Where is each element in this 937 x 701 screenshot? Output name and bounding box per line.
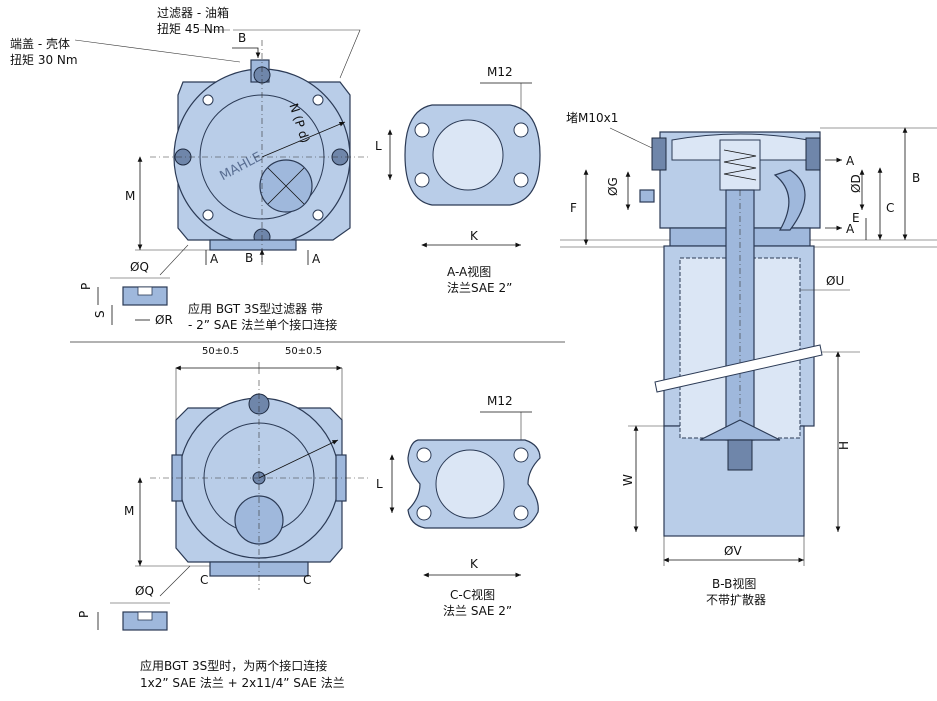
label-P: P [79, 283, 93, 290]
flange-CC-hole-tl [416, 447, 432, 463]
dim-left-label: 50±0.5 [202, 346, 239, 357]
label-K-AA: K [470, 229, 479, 243]
label-Q: ØQ [130, 260, 149, 274]
label-A1: A [846, 154, 855, 168]
top-view-2: 50±0.5 50±0.5 M C C ØQ P 应用BGT 3S型时，为两个接… [77, 346, 370, 690]
label-M: M [125, 189, 135, 203]
leader-cap [74, 39, 241, 63]
label-L-CC: L [376, 477, 383, 491]
label-K-CC: K [470, 557, 479, 571]
arrow-B-top [232, 47, 261, 58]
hole-br [312, 209, 324, 221]
label-W: W [621, 474, 635, 486]
caption-CC-line2: 法兰 SAE 2” [443, 604, 512, 618]
plug-leader [609, 127, 653, 149]
q-leader [159, 244, 189, 276]
label-E: E [852, 211, 860, 225]
caption-1-line1: 应用 BGT 3S型过滤器 带 [188, 301, 323, 316]
label-P2: P [77, 611, 91, 618]
outlet-channel [773, 169, 806, 231]
flange-AA-hole-br [513, 172, 529, 188]
q2-leader [159, 565, 191, 597]
top-view-1: 过滤器 - 油箱 扭矩 45 Nm 端盖 - 壳体 扭矩 30 Nm MAHLE [10, 5, 370, 332]
label-C-left: C [200, 573, 208, 587]
dim-right-label: 50±0.5 [285, 346, 322, 357]
label-U: ØU [826, 274, 844, 288]
callout-filter-torque: 扭矩 45 Nm [157, 22, 225, 36]
flange-CC-view: M12 L K C-C视图 法兰 SAE 2” [376, 394, 541, 618]
flange-CC-hole-br [513, 505, 529, 521]
flange-CC-bore [435, 449, 505, 519]
flange-AA-hole-tl [414, 122, 430, 138]
break-band [654, 344, 823, 393]
caption-CC-line1: C-C视图 [450, 587, 495, 602]
label-S: S [93, 310, 107, 318]
label-H: H [837, 441, 851, 450]
label-L-AA: L [375, 139, 382, 153]
hole-tl [202, 94, 214, 106]
hole-bl [202, 209, 214, 221]
caption-AA-line2: 法兰SAE 2” [447, 281, 512, 295]
detail-groove [137, 286, 153, 296]
caption-2-line1: 应用BGT 3S型时，为两个接口连接 [140, 658, 327, 673]
label-R: ØR [155, 313, 173, 327]
label-C-right: C [303, 573, 311, 587]
label-A-right: A [312, 252, 321, 266]
caption-1-line2: - 2” SAE 法兰单个接口连接 [188, 317, 337, 332]
element-nut [727, 439, 753, 471]
label-plug: 堵M10x1 [566, 111, 618, 125]
caption-BB-line1: B-B视图 [712, 576, 756, 591]
flange-AA-view: M12 L K A-A视图 法兰SAE 2” [375, 65, 541, 295]
head-bolt-right [805, 137, 821, 171]
label-A2: A [846, 222, 855, 236]
label-V: ØV [724, 544, 742, 558]
caption-AA-line1: A-A视图 [447, 264, 491, 279]
section-BB-view: 堵M10x1 ØG F A ØD [560, 111, 937, 607]
caption-BB-line2: 不带扩散器 [706, 592, 766, 607]
flange-AA-hole-tr [513, 122, 529, 138]
label-C-BB: C [886, 201, 894, 215]
label-B-BB: B [912, 171, 920, 185]
label-B-top: B [238, 31, 246, 45]
flange-CC-hole-tr [513, 447, 529, 463]
n2-leader [258, 439, 339, 479]
label-M12-AA: M12 [487, 65, 513, 79]
flange-CC-hole-bl [416, 505, 432, 521]
caption-2-line2: 1x2” SAE 法兰 + 2x11/4” SAE 法兰 [140, 676, 345, 690]
flange-foot [209, 239, 297, 251]
label-M2: M [124, 504, 134, 518]
side-plug [639, 189, 655, 203]
label-Q2: ØQ [135, 584, 154, 598]
n-leader [261, 121, 346, 158]
leader-filter-b [233, 29, 361, 79]
detail2-groove [137, 611, 153, 621]
label-B-bottom: B [245, 251, 253, 265]
valve-spring [723, 149, 757, 181]
flange-AA-hole-bl [414, 172, 430, 188]
port-cross-2 [267, 167, 305, 205]
label-A-left: A [210, 252, 219, 266]
label-M12-CC: M12 [487, 394, 513, 408]
callout-cap-housing: 端盖 - 壳体 [10, 37, 70, 51]
label-D: ØD [849, 174, 863, 193]
hole-tr [312, 94, 324, 106]
callout-filter-tank: 过滤器 - 油箱 [157, 5, 229, 20]
head-bolt-left [651, 137, 667, 171]
label-F: F [570, 201, 577, 215]
flange-AA-bore [432, 119, 504, 191]
callout-cap-torque: 扭矩 30 Nm [10, 53, 78, 67]
label-G: ØG [606, 177, 620, 196]
